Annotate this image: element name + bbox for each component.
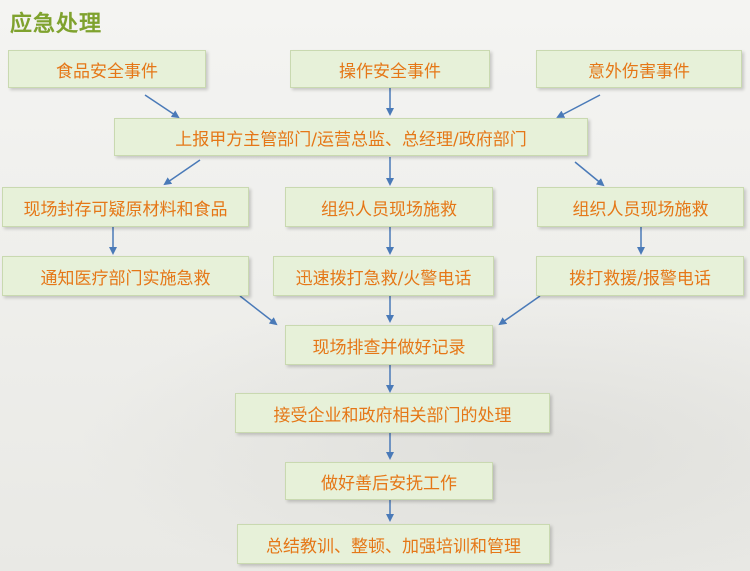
- arrow-injury-to-report: [556, 94, 601, 118]
- node-rescue-right: 组织人员现场施救: [537, 187, 744, 227]
- node-rescue-center: 组织人员现场施救: [285, 187, 493, 227]
- node-summary-lessons: 总结教训、整顿、加强培训和管理: [237, 524, 550, 564]
- node-operation-safety-event: 操作安全事件: [290, 50, 490, 88]
- node-accept-handling: 接受企业和政府相关部门的处理: [235, 393, 550, 433]
- arrow-rescue-call-to-investigate: [498, 295, 541, 326]
- arrow-report-to-rescue-right: [574, 161, 605, 187]
- arrow-food-to-report: [144, 94, 180, 119]
- node-call-rescue: 拨打救援/报警电话: [536, 256, 744, 296]
- page-title: 应急处理: [10, 12, 103, 37]
- node-notify-medical: 通知医疗部门实施急救: [2, 256, 249, 296]
- arrow-report-to-seal: [163, 159, 201, 186]
- node-report: 上报甲方主管部门/运营总监、总经理/政府部门: [114, 118, 588, 156]
- node-food-safety-event: 食品安全事件: [8, 50, 206, 88]
- node-aftermath-comfort: 做好善后安抚工作: [285, 462, 493, 500]
- arrow-notify-to-investigate: [239, 295, 278, 326]
- node-accident-injury-event: 意外伤害事件: [536, 50, 742, 88]
- node-investigate-record: 现场排查并做好记录: [285, 325, 493, 365]
- node-call-emergency: 迅速拨打急救/火警电话: [273, 256, 494, 296]
- node-seal-materials: 现场封存可疑原材料和食品: [2, 187, 249, 227]
